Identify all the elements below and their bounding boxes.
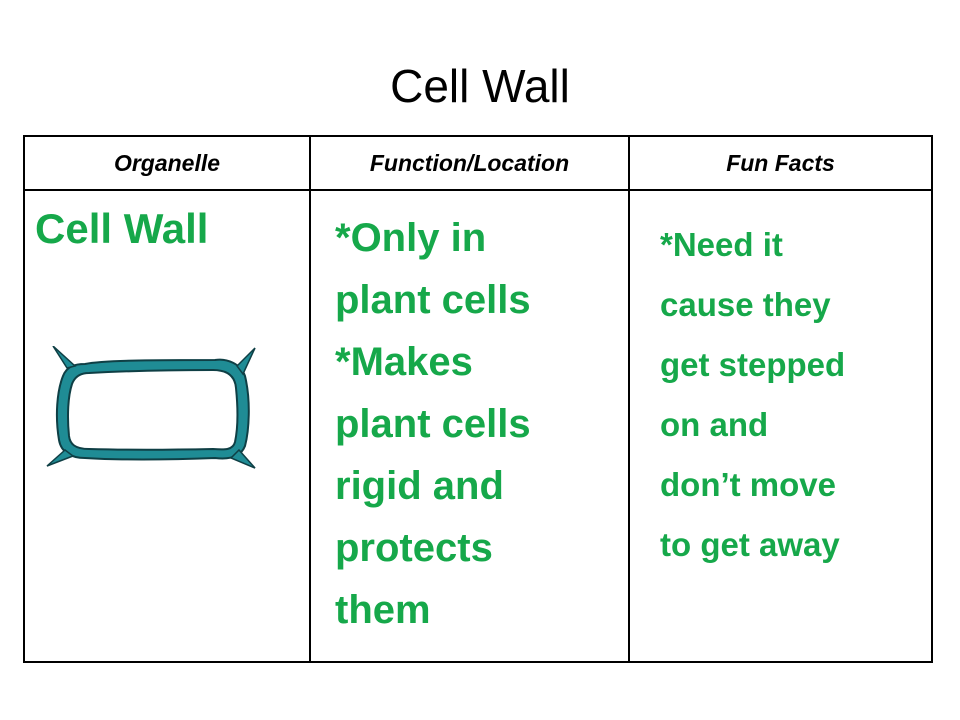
fact-line: cause they	[660, 286, 831, 323]
fact-line: get stepped	[660, 346, 846, 383]
fact-line: don’t move	[660, 466, 837, 503]
function-location-cell: *Only in plant cells *Makes plant cells …	[309, 189, 630, 663]
header-function-location: Function/Location	[309, 135, 630, 191]
fact-line: *Need it	[660, 226, 783, 263]
cell-wall-outline	[55, 358, 250, 461]
header-fun-facts: Fun Facts	[628, 135, 933, 191]
fun-facts-text: *Need it cause they get stepped on and d…	[660, 215, 930, 575]
function-line: *Only in	[335, 216, 487, 260]
function-location-text: *Only in plant cells *Makes plant cells …	[335, 207, 605, 641]
fact-line: on and	[660, 406, 769, 443]
function-line: protects	[335, 526, 493, 570]
slide-title: Cell Wall	[390, 60, 570, 112]
header-organelle: Organelle	[23, 135, 311, 191]
function-line: rigid and	[335, 464, 504, 508]
table-row: Cell Wall *Only in plant cells *Makes	[23, 189, 933, 663]
cell-wall-spike-bottom-left	[46, 449, 75, 467]
fact-line: to get away	[660, 526, 840, 563]
organelle-table: Organelle Function/Location Fun Facts Ce…	[23, 135, 933, 663]
table-header-row: Organelle Function/Location Fun Facts	[23, 135, 933, 191]
cell-wall-spike-top-left	[52, 346, 77, 369]
cell-wall-drawing-icon	[46, 346, 256, 469]
function-line: plant cells	[335, 402, 531, 446]
fun-facts-cell: *Need it cause they get stepped on and d…	[628, 189, 933, 663]
cell-wall-spike-bottom-right	[229, 448, 256, 469]
organelle-name: Cell Wall	[35, 205, 209, 252]
function-line: plant cells	[335, 278, 531, 322]
cell-wall-spike-top-right	[236, 347, 256, 376]
function-line: *Makes	[335, 340, 473, 384]
organelle-cell: Cell Wall	[23, 189, 311, 663]
function-line: them	[335, 588, 431, 632]
organelle-table-container: Organelle Function/Location Fun Facts Ce…	[23, 135, 933, 663]
